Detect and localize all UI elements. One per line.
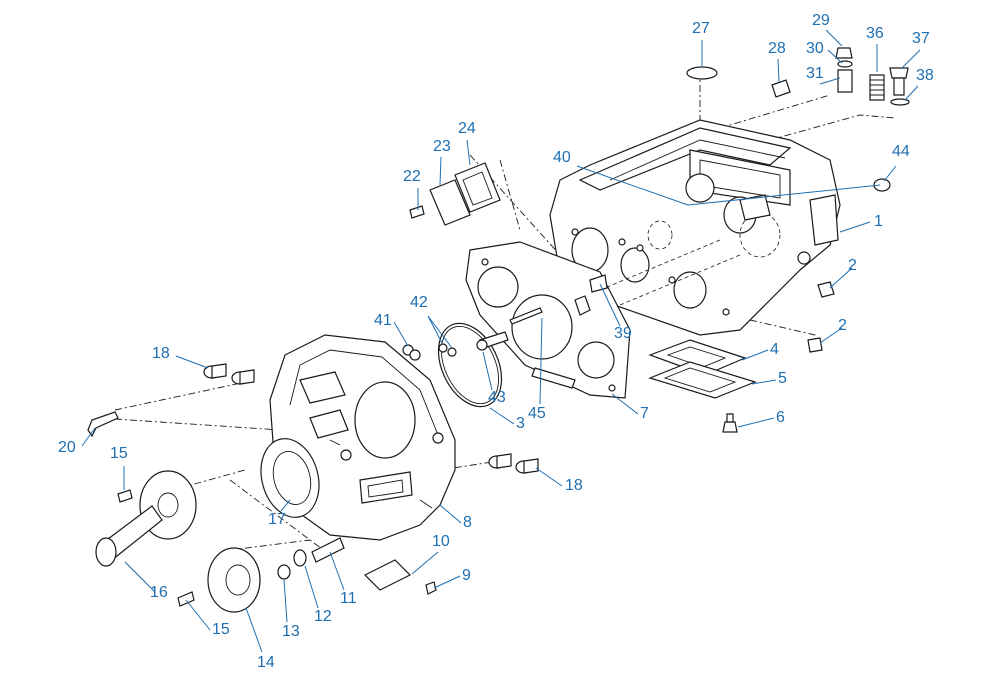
fittings-parts-41-42-43 — [402, 331, 509, 361]
leader-line — [535, 467, 563, 487]
callout-13: 13 — [282, 623, 300, 640]
flange-part-16 — [95, 470, 197, 567]
dowels-part-18 — [203, 363, 539, 474]
leader-line — [819, 327, 843, 344]
leader-line — [576, 165, 689, 206]
callout-2: 2 — [848, 257, 857, 274]
callout-3: 3 — [516, 415, 525, 432]
leader-line — [466, 139, 471, 166]
leader-line — [283, 579, 288, 623]
callout-27: 27 — [692, 20, 710, 37]
top-parts-27-38 — [686, 47, 910, 106]
callout-6: 6 — [776, 409, 785, 426]
leader-line — [539, 317, 543, 405]
leader-line — [737, 417, 775, 428]
leader-line — [825, 29, 843, 47]
leader-line — [393, 321, 409, 347]
leader-line — [411, 551, 439, 575]
callout-4: 4 — [770, 341, 779, 358]
leader-line — [827, 49, 843, 64]
callout-10: 10 — [432, 533, 450, 550]
gasket-part-17 — [260, 438, 320, 518]
callout-16: 16 — [150, 584, 168, 601]
leader-line — [599, 283, 621, 327]
leader-line — [304, 565, 319, 609]
callout-39: 39 — [614, 325, 632, 342]
leader-line — [687, 184, 881, 206]
leader-line — [904, 85, 919, 101]
main-housing-part-1 — [549, 119, 841, 336]
callout-23: 23 — [433, 138, 451, 155]
leader-line — [829, 267, 853, 289]
callout-40: 40 — [553, 149, 571, 166]
studs-parts-39-45 — [509, 274, 608, 325]
leader-line — [741, 349, 769, 361]
callout-37: 37 — [912, 30, 930, 47]
leader-line — [883, 165, 897, 182]
leader-line — [819, 77, 841, 85]
callout-17: 17 — [268, 511, 286, 528]
callout-15: 15 — [110, 445, 128, 462]
callout-22: 22 — [403, 168, 421, 185]
callout-18: 18 — [152, 345, 170, 362]
leader-line — [482, 351, 493, 391]
leader-line — [439, 156, 442, 186]
callout-2: 2 — [838, 317, 847, 334]
leader-line — [777, 58, 780, 83]
callout-9: 9 — [462, 567, 471, 584]
leader-line — [124, 561, 156, 593]
leader-line — [611, 393, 639, 415]
callout-18: 18 — [565, 477, 583, 494]
callout-41: 41 — [374, 312, 392, 329]
callout-45: 45 — [528, 405, 546, 422]
callout-11: 11 — [340, 590, 357, 607]
callout-44: 44 — [892, 143, 910, 160]
flange-part-14 — [207, 547, 261, 613]
leader-line — [427, 315, 453, 349]
leader-line — [329, 551, 345, 591]
cover-parts-4-5-6 — [648, 339, 757, 433]
leader-line — [81, 427, 96, 447]
callout-42: 42 — [410, 294, 428, 311]
leader-line — [175, 355, 209, 369]
callout-15: 15 — [212, 621, 230, 638]
callout-36: 36 — [866, 25, 884, 42]
callout-38: 38 — [916, 67, 934, 84]
leader-line — [433, 575, 461, 589]
callout-31: 31 — [806, 65, 824, 82]
callout-8: 8 — [463, 514, 472, 531]
stud-part-20 — [87, 411, 119, 438]
callout-labels: 1 2 2 3 4 5 6 7 8 9 10 11 12 13 14 15 15… — [58, 12, 934, 671]
callout-5: 5 — [778, 370, 787, 387]
leader-lines — [81, 29, 921, 653]
leader-line — [439, 504, 462, 524]
hardware-parts-9-15 — [117, 489, 437, 607]
leader-line — [427, 315, 444, 346]
callout-7: 7 — [640, 405, 649, 422]
callout-30: 30 — [806, 40, 824, 57]
callout-24: 24 — [458, 120, 476, 137]
leader-line — [489, 407, 515, 425]
callout-28: 28 — [768, 40, 786, 57]
leader-line — [751, 379, 777, 385]
callout-12: 12 — [314, 608, 332, 625]
leader-line — [185, 599, 211, 631]
callout-20: 20 — [58, 439, 76, 456]
callout-14: 14 — [257, 654, 275, 671]
small-cover-parts-22-23-24 — [409, 162, 501, 226]
callout-43: 43 — [488, 389, 506, 406]
callout-1: 1 — [874, 213, 883, 230]
leader-line — [839, 221, 871, 233]
leader-line — [280, 499, 291, 512]
leader-line — [245, 607, 263, 653]
plugs-parts-2-44 — [807, 178, 891, 353]
leader-line — [901, 49, 921, 69]
callout-29: 29 — [812, 12, 830, 29]
